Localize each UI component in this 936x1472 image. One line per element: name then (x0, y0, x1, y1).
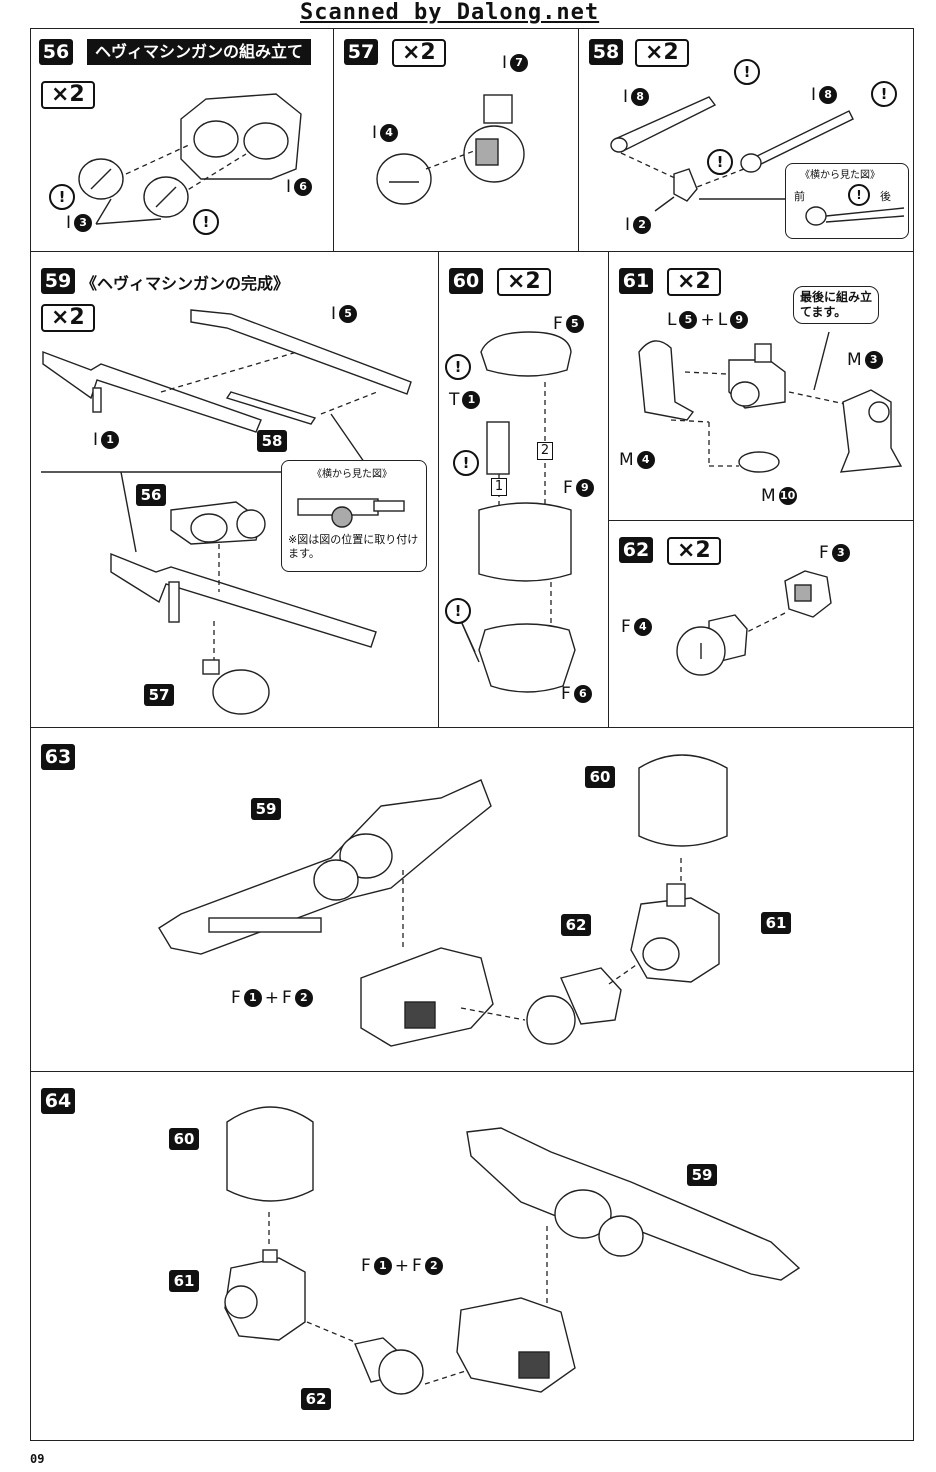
inset-note: ※図は図の位置に取り付けます。 (288, 533, 419, 560)
quantity-badge: ×2 (41, 81, 95, 109)
caution-icon: ! (193, 209, 219, 235)
caution-icon: ! (871, 81, 897, 107)
assembly-illustration (158, 754, 728, 1047)
caution-icon: ! (453, 450, 479, 476)
step-number: 56 (39, 39, 73, 65)
step-reference-61: 61 (761, 912, 791, 934)
caution-icon: ! (445, 354, 471, 380)
caution-icon: ! (734, 59, 760, 85)
order-marker-1: 1 (491, 478, 507, 496)
step-number: 59 (41, 268, 75, 294)
step-reference-57: 57 (144, 684, 174, 706)
step-title: 《ヘヴィマシンガンの完成》 (81, 274, 290, 293)
step-number: 61 (619, 268, 653, 294)
page-number: 09 (30, 1452, 45, 1466)
step-reference-60: 60 (169, 1128, 199, 1150)
quantity-badge: ×2 (392, 39, 446, 67)
inset-title: 《横から見た図》 (312, 469, 392, 480)
step-reference-61: 61 (169, 1270, 199, 1292)
quantity-badge: ×2 (635, 39, 689, 67)
quantity-badge: ×2 (667, 268, 721, 296)
assembly-illustration (676, 570, 832, 676)
quantity-badge: ×2 (667, 537, 721, 565)
step-reference-59: 59 (687, 1164, 717, 1186)
quantity-badge: ×2 (497, 268, 551, 296)
step-number: 64 (41, 1088, 75, 1114)
quantity-badge: ×2 (41, 304, 95, 332)
step-number: 57 (344, 39, 378, 65)
side-view-inset: 《横から見た図》 前 後 ! (785, 163, 909, 239)
step-reference-62: 62 (301, 1388, 331, 1410)
step-reference-60: 60 (585, 766, 615, 788)
back-label: 後 (880, 190, 891, 203)
step-title: ヘヴィマシンガンの組み立て (87, 39, 312, 65)
step-number: 60 (449, 268, 483, 294)
step-number: 63 (41, 744, 75, 770)
caution-icon: ! (707, 149, 733, 175)
order-marker-2: 2 (537, 442, 553, 460)
caution-icon: ! (49, 184, 75, 210)
assembly-note-callout: 最後に組み立てます。 (793, 286, 879, 324)
step-reference-58: 58 (257, 430, 287, 452)
step-reference-62: 62 (561, 914, 591, 936)
scan-credit: Scanned by Dalong.net (300, 0, 600, 25)
step-number: 58 (589, 39, 623, 65)
step-reference-56: 56 (136, 484, 166, 506)
caution-icon: ! (445, 598, 471, 624)
assembly-illustration (224, 1106, 801, 1395)
caution-icon: ! (848, 184, 870, 206)
side-view-inset: 《横から見た図》 ※図は図の位置に取り付けます。 (281, 460, 427, 572)
step-number: 62 (619, 537, 653, 563)
front-label: 前 (794, 190, 805, 203)
step-reference-59: 59 (251, 798, 281, 820)
inset-title: 《横から見た図》 (800, 170, 880, 181)
